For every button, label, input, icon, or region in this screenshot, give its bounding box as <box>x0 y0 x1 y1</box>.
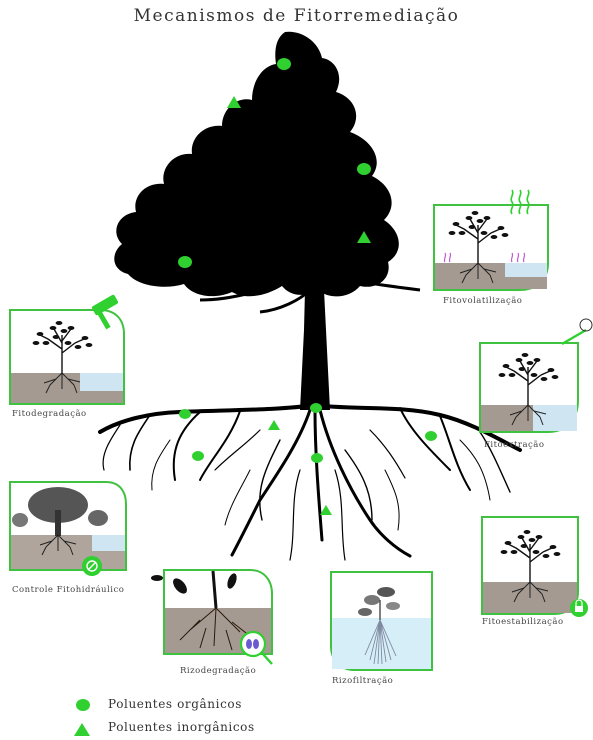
panel-rizodegradacao <box>151 570 272 664</box>
legend-triangle-icon <box>74 723 90 736</box>
organic-pollutant-marker <box>311 453 323 463</box>
tree-roots <box>100 405 520 560</box>
label-fitoextracao: Fitoextração <box>484 440 544 450</box>
organic-pollutant-marker <box>179 409 191 419</box>
panel-fitoestabilizacao <box>482 517 588 617</box>
label-controle-fitohidraulico: Controle Fitohidráulico <box>12 585 124 595</box>
inorganic-pollutant-marker <box>320 505 332 515</box>
organic-pollutant-marker <box>425 431 437 441</box>
legend-organic-label: Poluentes orgânicos <box>108 697 242 711</box>
tree-canopy <box>114 32 399 297</box>
organic-pollutant-marker <box>310 403 322 413</box>
extraction-arrow-icon <box>562 330 586 344</box>
panel-fitovolatilizacao <box>434 190 548 290</box>
label-rizofiltracao: Rizofiltração <box>332 676 393 686</box>
organic-pollutant-marker <box>192 451 204 461</box>
label-fitoestabilizacao: Fitoestabilização <box>482 617 564 627</box>
panel-fitoextracao <box>480 319 592 432</box>
panel-fitodegradacao <box>10 294 124 404</box>
label-rizodegradacao: Rizodegradação <box>180 666 256 676</box>
organic-pollutant-marker <box>357 163 371 175</box>
legend-icons <box>74 699 90 736</box>
label-fitovolatilizacao: Fitovolatilização <box>443 296 522 306</box>
organic-pollutant-marker <box>178 256 192 268</box>
label-fitodegradacao: Fitodegradação <box>12 409 87 419</box>
lock-icon <box>570 599 588 617</box>
no-flow-icon <box>82 556 102 576</box>
panel-controle-fitohidraulico <box>10 482 126 576</box>
legend-inorganic-label: Poluentes inorgânicos <box>108 720 255 734</box>
organic-pollutant-marker <box>277 58 291 70</box>
legend-circle-icon <box>76 699 90 711</box>
panel-rizofiltracao <box>331 572 432 670</box>
inorganic-pollutant-marker <box>268 420 280 430</box>
